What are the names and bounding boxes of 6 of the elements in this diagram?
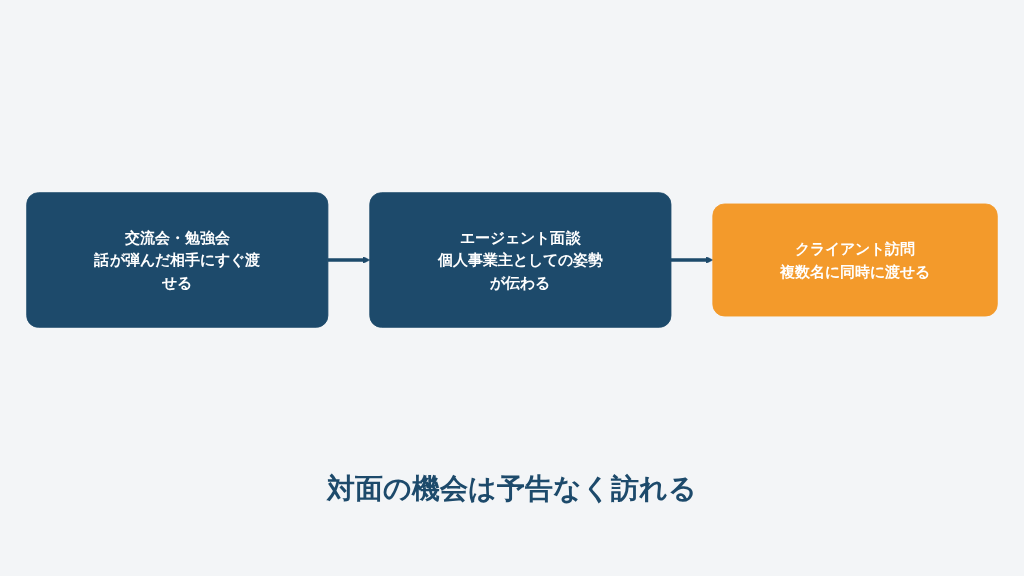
node-box: クライアント訪問 複数名に同時に渡せる: [712, 203, 998, 317]
arrow: [671, 256, 714, 264]
node-box: 交流会・勉強会 話が弾んだ相手にすぐ渡せる: [26, 192, 329, 328]
arrow: [327, 256, 371, 264]
node-box: エージェント面談 個人事業主としての姿勢が伝わる: [369, 192, 672, 328]
caption: 対面の機会は予告なく訪れる: [327, 472, 697, 505]
